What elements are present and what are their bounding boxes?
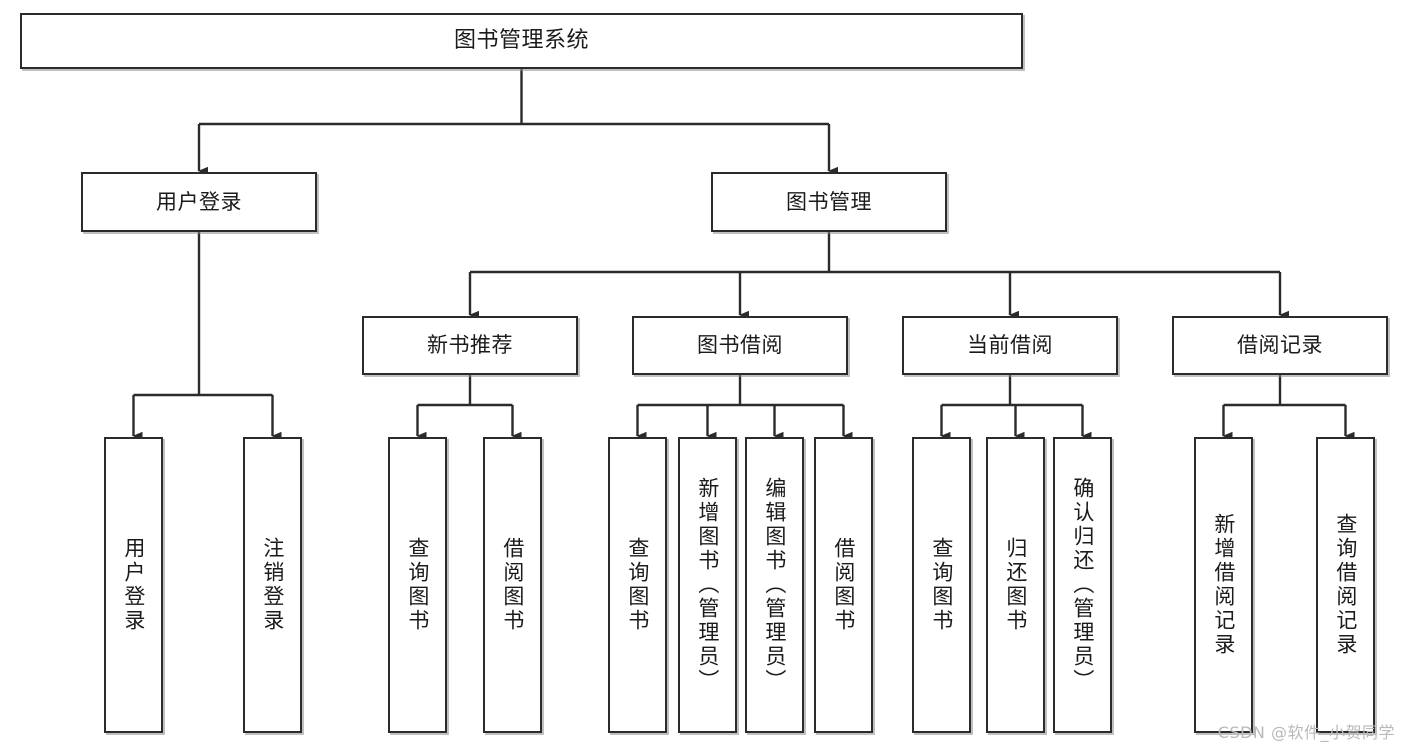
node-leaf-add-record[interactable]: 新增借阅记录: [1194, 437, 1253, 733]
node-label: 注销登录: [260, 537, 285, 633]
node-label: 查询图书: [929, 537, 954, 633]
node-leaf-borrow-book-1[interactable]: 借阅图书: [483, 437, 542, 733]
node-leaf-query-book-2[interactable]: 查询图书: [608, 437, 667, 733]
node-label: 归还图书: [1003, 537, 1028, 633]
node-leaf-logout[interactable]: 注销登录: [243, 437, 302, 733]
node-leaf-confirm-return[interactable]: 确认归还（管理员）: [1053, 437, 1112, 733]
node-label: 新增图书（管理员）: [695, 477, 720, 693]
node-book-borrow[interactable]: 图书借阅: [632, 316, 848, 375]
node-label: 查询图书: [405, 537, 430, 633]
node-label: 查询借阅记录: [1333, 513, 1358, 657]
node-label: 当前借阅: [967, 333, 1053, 358]
node-root[interactable]: 图书管理系统: [20, 13, 1023, 69]
node-leaf-user-login[interactable]: 用户登录: [104, 437, 163, 733]
node-book-manage[interactable]: 图书管理: [711, 172, 947, 232]
node-leaf-borrow-book-2[interactable]: 借阅图书: [814, 437, 873, 733]
node-leaf-query-book-3[interactable]: 查询图书: [912, 437, 971, 733]
node-leaf-edit-book[interactable]: 编辑图书（管理员）: [745, 437, 804, 733]
node-label: 借阅图书: [500, 537, 525, 633]
node-leaf-add-book[interactable]: 新增图书（管理员）: [678, 437, 737, 733]
node-label: 图书管理系统: [453, 28, 589, 54]
node-label: 用户登录: [121, 537, 146, 633]
node-borrow-record[interactable]: 借阅记录: [1172, 316, 1388, 375]
node-user-login[interactable]: 用户登录: [81, 172, 317, 232]
node-label: 借阅图书: [831, 537, 856, 633]
node-label: 用户登录: [156, 189, 242, 214]
node-new-book-rec[interactable]: 新书推荐: [362, 316, 578, 375]
node-leaf-query-record[interactable]: 查询借阅记录: [1316, 437, 1375, 733]
node-label: 图书借阅: [697, 333, 783, 358]
node-label: 新书推荐: [427, 333, 513, 358]
node-label: 新增借阅记录: [1211, 513, 1236, 657]
node-leaf-query-book-1[interactable]: 查询图书: [388, 437, 447, 733]
node-label: 图书管理: [786, 189, 872, 214]
node-label: 编辑图书（管理员）: [762, 477, 787, 693]
node-leaf-return-book[interactable]: 归还图书: [986, 437, 1045, 733]
node-label: 借阅记录: [1237, 333, 1323, 358]
node-label: 确认归还（管理员）: [1070, 477, 1095, 693]
node-current-borrow[interactable]: 当前借阅: [902, 316, 1118, 375]
node-label: 查询图书: [625, 537, 650, 633]
